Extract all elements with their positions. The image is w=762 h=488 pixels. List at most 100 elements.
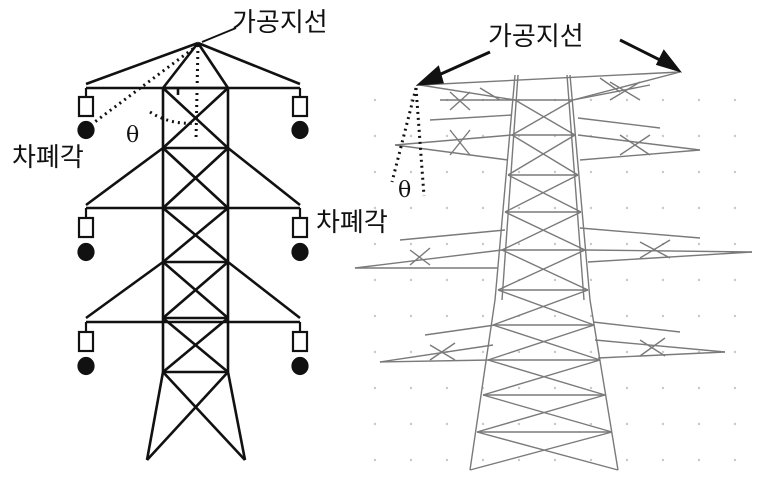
grid-dot: [733, 242, 737, 246]
grid-dot: [733, 170, 737, 174]
insulator-top-right: [291, 88, 309, 140]
grid-dot: [517, 170, 521, 174]
grid-dot: [373, 278, 377, 282]
ground-wire-label-right: 가공지선: [488, 22, 584, 52]
grid-dot: [553, 458, 557, 462]
grid-dot: [733, 350, 737, 354]
grid-dot: [625, 134, 629, 138]
grid-dot: [625, 206, 629, 210]
grid-dot: [553, 242, 557, 246]
render-top-arm: [419, 71, 681, 111]
grid-dot: [697, 98, 701, 102]
angle-symbol-right: θ: [398, 178, 412, 203]
shield-angle-label-right: 차폐각: [316, 208, 388, 238]
grid-dot: [625, 350, 629, 354]
grid-dot: [589, 422, 593, 426]
ground-wire-label-left: 가공지선: [232, 8, 328, 38]
grid-dot: [697, 386, 701, 390]
insulator-strings-left-tower: [77, 88, 309, 376]
shield-angle-lines-right: [390, 87, 426, 197]
grid-dot: [661, 170, 665, 174]
grid-dot: [697, 134, 701, 138]
grid-dot: [409, 134, 413, 138]
grid-dot: [733, 458, 737, 462]
grid-dot: [409, 350, 413, 354]
grid-dot: [697, 458, 701, 462]
grid-dot: [589, 170, 593, 174]
grid-dot: [553, 170, 557, 174]
grid-dot: [661, 350, 665, 354]
grid-dot: [697, 206, 701, 210]
grid-dot: [517, 350, 521, 354]
insulator-low-left: [77, 322, 95, 376]
grid-dot: [589, 242, 593, 246]
grid-dot: [445, 314, 449, 318]
cross-arm-upper: [85, 146, 301, 210]
grid-dot: [517, 458, 521, 462]
grid-dot: [589, 98, 593, 102]
render-arm-1: [394, 114, 701, 161]
grid-dot: [373, 98, 377, 102]
grid-dot: [409, 206, 413, 210]
grid-dot: [553, 314, 557, 318]
insulator-mid-right: [291, 208, 309, 262]
grid-dot: [553, 350, 557, 354]
grid-dot: [697, 422, 701, 426]
grid-dot: [661, 422, 665, 426]
grid-dot: [481, 206, 485, 210]
grid-dot: [553, 206, 557, 210]
grid-dot: [625, 170, 629, 174]
ground-wire-callout-left: [201, 27, 237, 43]
grid-dot: [661, 458, 665, 462]
grid-dots: [373, 98, 737, 462]
grid-dot: [625, 242, 629, 246]
grid-dot: [589, 314, 593, 318]
grid-dot: [445, 278, 449, 282]
grid-dot: [589, 350, 593, 354]
grid-dot: [589, 458, 593, 462]
grid-dot: [373, 350, 377, 354]
angle-symbol-left: θ: [126, 123, 140, 148]
grid-dot: [697, 242, 701, 246]
grid-dot: [517, 386, 521, 390]
grid-dot: [625, 458, 629, 462]
grid-dot: [553, 386, 557, 390]
grid-dot: [445, 206, 449, 210]
shield-angle-label-left: 차폐각: [12, 143, 84, 173]
left-tower-schematic: [85, 41, 301, 461]
grid-dot: [373, 314, 377, 318]
grid-dot: [373, 206, 377, 210]
grid-dot: [697, 314, 701, 318]
grid-dot: [373, 458, 377, 462]
grid-dot: [733, 206, 737, 210]
grid-dot: [373, 386, 377, 390]
grid-dot: [481, 458, 485, 462]
grid-dot: [553, 422, 557, 426]
grid-dot: [409, 386, 413, 390]
insulator-mid-left: [77, 208, 95, 262]
grid-dot: [481, 242, 485, 246]
grid-dot: [733, 278, 737, 282]
grid-dot: [445, 458, 449, 462]
grid-dot: [733, 314, 737, 318]
grid-dot: [373, 242, 377, 246]
grid-dot: [409, 422, 413, 426]
grid-dot: [661, 206, 665, 210]
tower-body: [145, 86, 247, 461]
grid-dot: [733, 98, 737, 102]
grid-dot: [733, 386, 737, 390]
grid-dot: [373, 170, 377, 174]
grid-dot: [481, 350, 485, 354]
insulator-top-left: [77, 88, 95, 140]
grid-dot: [589, 278, 593, 282]
grid-dot: [445, 386, 449, 390]
grid-dot: [733, 422, 737, 426]
render-arm-2: [354, 227, 753, 269]
grid-dot: [661, 134, 665, 138]
grid-dot: [409, 278, 413, 282]
grid-dot: [625, 278, 629, 282]
grid-dot: [409, 170, 413, 174]
grid-dot: [625, 314, 629, 318]
grid-dot: [409, 458, 413, 462]
